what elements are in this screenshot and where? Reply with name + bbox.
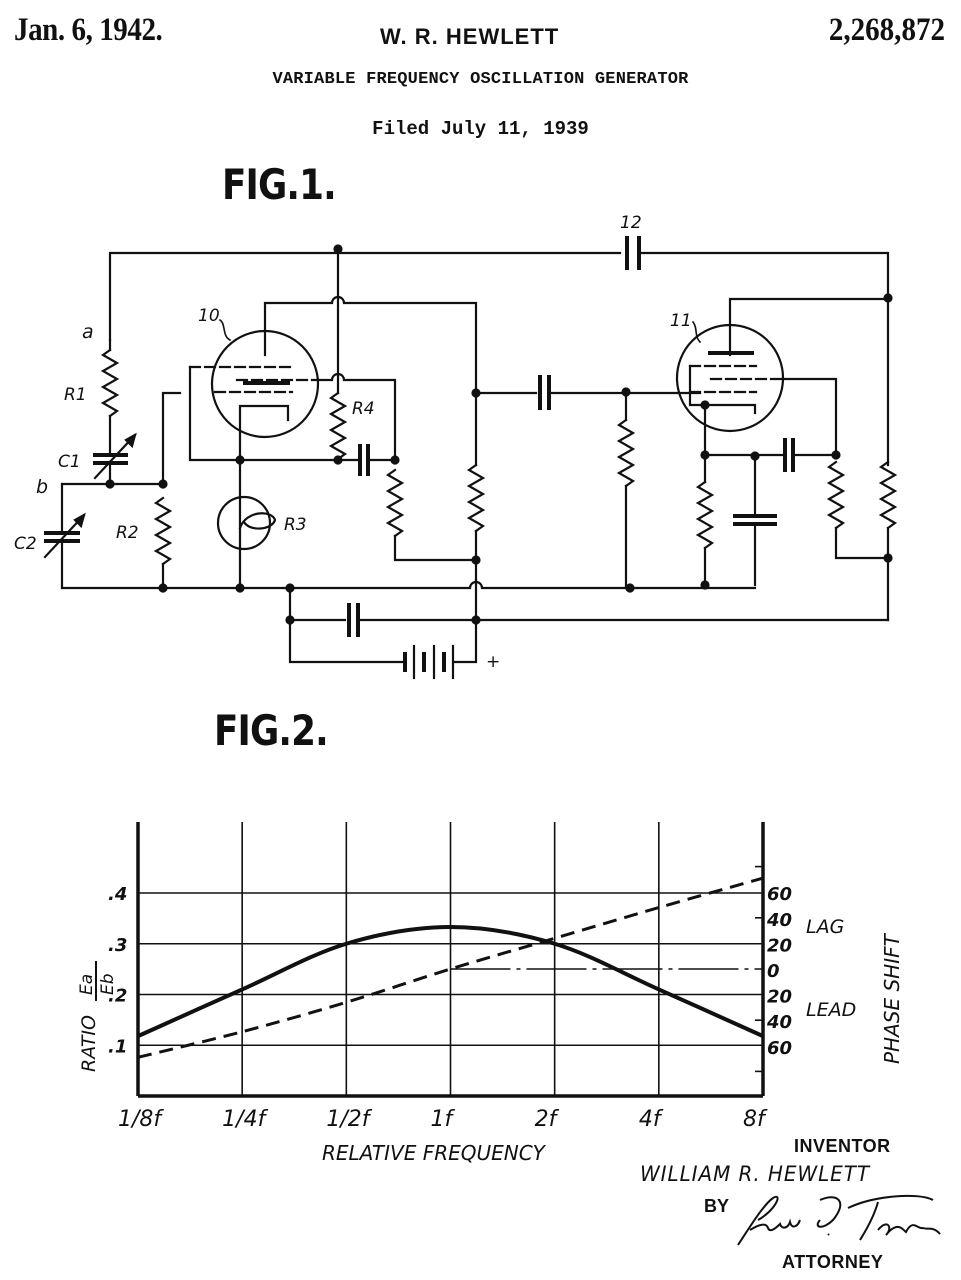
x-tick-label: 8f (743, 1107, 768, 1132)
fraction-numerator: Ea (77, 974, 97, 995)
resistor-r1 (101, 338, 119, 454)
tube-10-leader (218, 318, 232, 342)
resistor-plate-load (467, 463, 485, 533)
tube-11 (675, 297, 890, 433)
top-feedback-wire (108, 251, 890, 467)
y-right-tick-label: 0 (767, 961, 780, 982)
resistor-r4 (329, 391, 347, 461)
r3-label: R3 (284, 515, 307, 535)
inventor-heading: INVENTOR (794, 1136, 891, 1156)
circuit-schematic: a R1 C1 b C2 R2 R3 R4 10 11 12 + (14, 213, 897, 680)
y-left-tick-label: .3 (108, 935, 127, 956)
x-tick-label: 1/8f (118, 1107, 164, 1132)
r4-label: R4 (352, 399, 375, 419)
plate-wire-tube-10 (263, 295, 478, 467)
inventor-name: WILLIAM R. HEWLETT (640, 1162, 871, 1186)
y-right-tick-label: 40 (766, 1012, 792, 1033)
capacitor-12-label: 12 (620, 213, 642, 233)
lag-annotation: LAG (806, 916, 844, 938)
y-right-axis-title: PHASE SHIFT (880, 932, 904, 1064)
figure-1-label: FIG.1. (222, 160, 337, 209)
coupling-capacitor (538, 375, 551, 410)
filter-capacitor (347, 603, 360, 637)
x-tick-label: 1/2f (326, 1107, 372, 1132)
patent-number: 2,268,872 (828, 12, 945, 48)
screen-bypass-capacitor-tube-11 (783, 438, 795, 472)
capacitor-12 (625, 236, 641, 270)
y-left-tick-label: .1 (108, 1036, 127, 1057)
c2-label: C2 (14, 534, 37, 554)
tube-11-leader (691, 320, 702, 344)
y-left-tick-label: .2 (108, 986, 127, 1007)
node-a-label: a (82, 321, 94, 343)
x-tick-label: 2f (535, 1107, 560, 1132)
r1-label: R1 (64, 385, 87, 405)
patent-title: VARIABLE FREQUENCY OSCILLATION GENERATOR (272, 70, 689, 89)
tube-10-label: 10 (198, 306, 220, 326)
cathode-bypass-capacitor (733, 454, 777, 587)
x-tick-label: 1/4f (222, 1107, 268, 1132)
grid-resistor-tube-11 (617, 418, 635, 488)
inventor-short-name: W. R. HEWLETT (380, 24, 560, 49)
attorney-heading: ATTORNEY (782, 1252, 884, 1272)
x-axis-title: RELATIVE FREQUENCY (322, 1141, 547, 1165)
screen-bypass-capacitor (358, 444, 370, 476)
screen-resistor-tube-11 (827, 460, 845, 530)
resistor-screen (386, 468, 404, 538)
ground-rail (60, 580, 757, 590)
y-right-tick-label: 20 (767, 935, 792, 956)
y-right-tick-label: 20 (767, 987, 792, 1008)
chart-grid (136, 822, 765, 1098)
lamp-r3 (216, 458, 277, 590)
capacitor-c2 (43, 482, 86, 590)
battery (403, 578, 478, 680)
figure-2-label: FIG.2. (214, 706, 329, 755)
tube-10 (188, 329, 320, 462)
y-left-tick-label: .4 (108, 884, 127, 905)
c1-label: C1 (58, 452, 81, 472)
y-right-tick-label: 60 (767, 884, 792, 905)
y-right-tick-label: 40 (766, 910, 792, 931)
filed-date: Filed July 11, 1939 (372, 118, 589, 140)
cathode-resistor-tube-11 (696, 480, 714, 550)
lead-annotation: LEAD (806, 999, 856, 1021)
resistor-r2 (154, 496, 172, 566)
chart-series (137, 876, 764, 1059)
y-left-axis-title: RATIO (78, 1015, 100, 1072)
screen-wire-tube-10 (316, 372, 397, 462)
tube-11-label: 11 (670, 311, 692, 331)
attorney-signature (737, 1194, 941, 1246)
screen-wire-tube-11 (781, 377, 838, 457)
y-right-tick-label: 60 (767, 1038, 792, 1059)
battery-plus-label: + (486, 652, 500, 672)
node-b-label: b (36, 476, 48, 498)
cathode-return-wire (188, 365, 340, 462)
x-tick-label: 1f (431, 1107, 456, 1132)
capacitor-c1 (93, 432, 137, 485)
x-tick-label: 4f (639, 1107, 664, 1132)
patent-date: Jan. 6, 1942. (14, 12, 163, 48)
r2-label: R2 (116, 523, 139, 543)
by-label: BY (704, 1196, 730, 1216)
plate-load-tube-11 (879, 460, 897, 530)
fraction-denominator: Eb (98, 973, 118, 995)
